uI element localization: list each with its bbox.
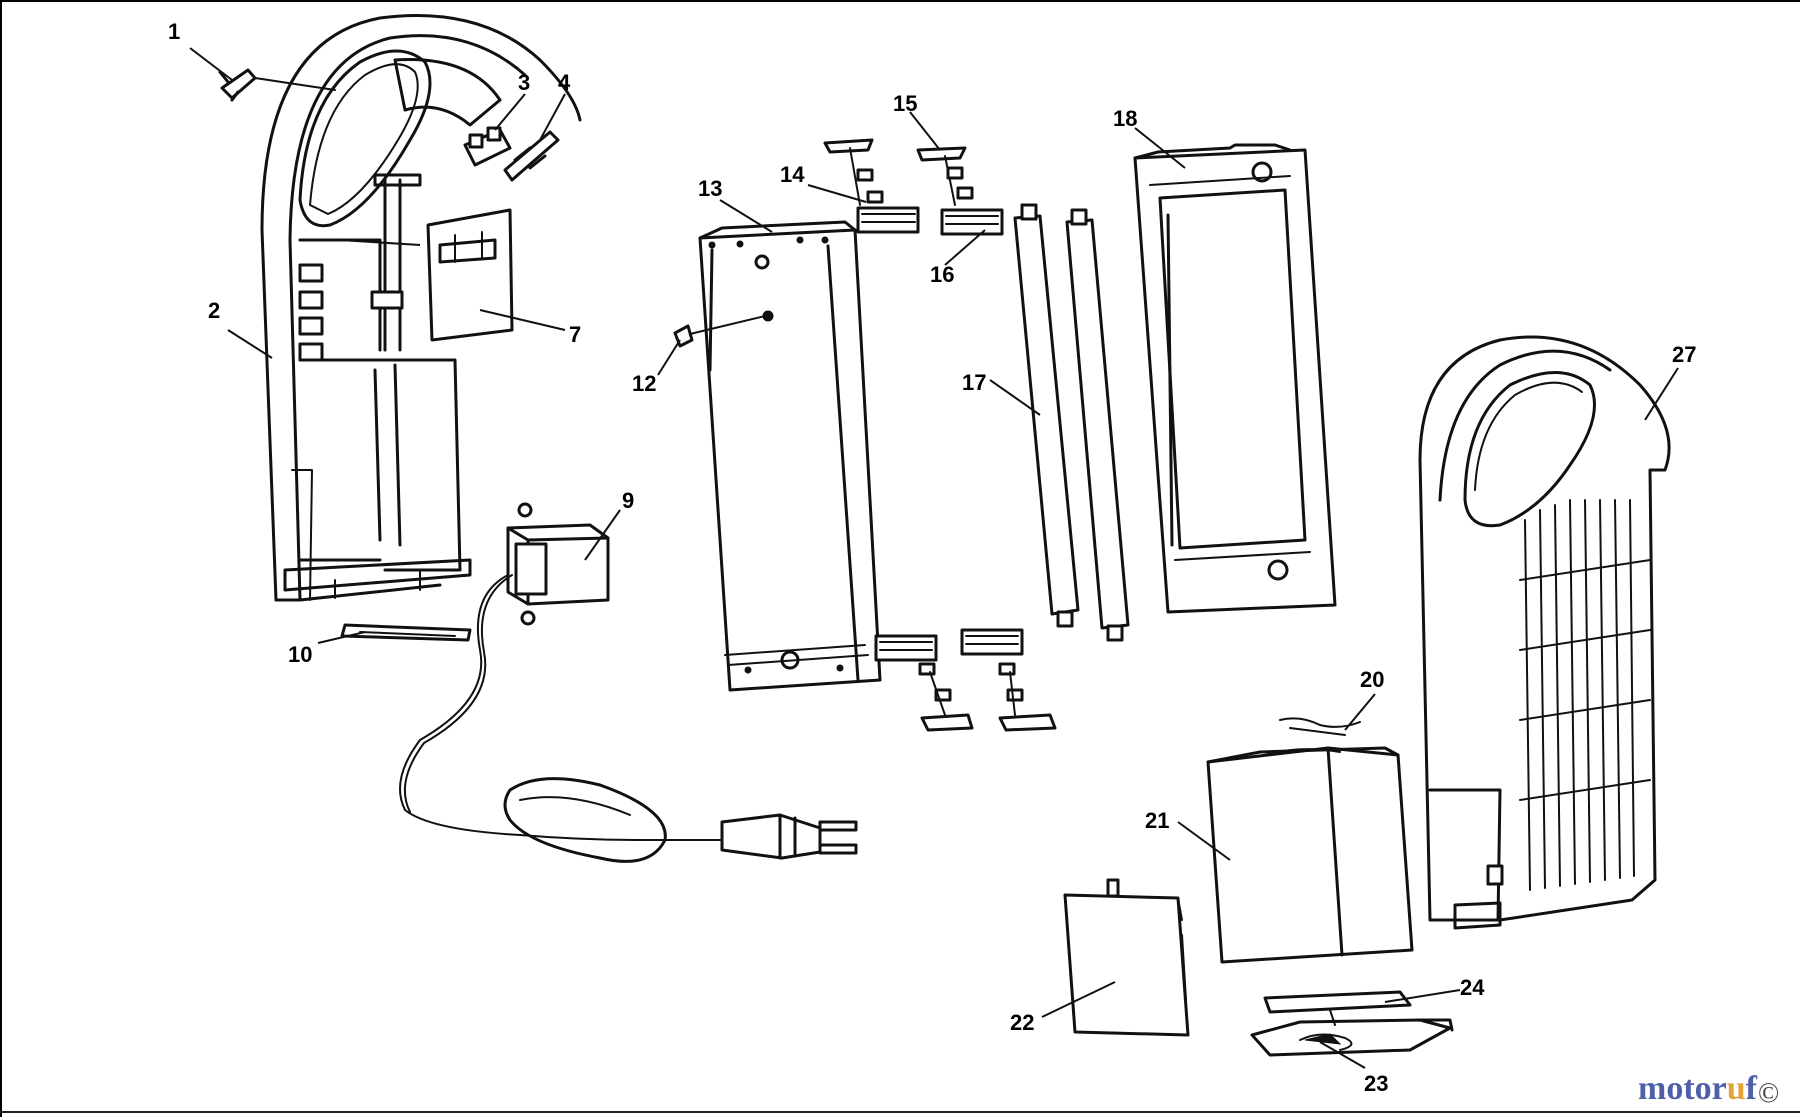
callout-20: 20 xyxy=(1360,667,1385,692)
main-panel-part-13 xyxy=(698,220,882,692)
box-part-9 xyxy=(506,502,610,626)
callout-3: 3 xyxy=(518,70,531,95)
callout-24: 24 xyxy=(1460,975,1485,1000)
callout-16: 16 xyxy=(930,262,955,287)
frame-left-border xyxy=(0,0,2,1117)
panel-part-22 xyxy=(1063,878,1190,1037)
left-housing-part xyxy=(260,14,582,602)
callout-15: 15 xyxy=(893,91,918,116)
callout-2: 2 xyxy=(208,298,221,323)
copyright-mark: © xyxy=(1758,1078,1780,1109)
lampholder-bottom-right xyxy=(960,628,1057,732)
lampholder-part-14 xyxy=(823,138,920,234)
lampholder-part-16 xyxy=(940,208,1004,236)
screw-part-12 xyxy=(673,310,774,348)
rear-grille xyxy=(1519,499,1651,891)
callout-4: 4 xyxy=(558,70,571,95)
callout-18: 18 xyxy=(1113,106,1138,131)
power-cord xyxy=(399,574,721,863)
callout-7: 7 xyxy=(569,322,582,347)
power-plug xyxy=(720,813,858,860)
plate-part-23 xyxy=(1250,1018,1454,1057)
bracket-part-3 xyxy=(463,126,512,167)
callout-14: 14 xyxy=(780,162,805,187)
callout-10: 10 xyxy=(288,642,313,667)
switch-part-1 xyxy=(218,68,336,102)
bar-part-10 xyxy=(340,623,472,642)
callout-22: 22 xyxy=(1010,1010,1035,1035)
callout-1: 1 xyxy=(168,19,181,44)
lampholder-bottom-left xyxy=(874,634,974,732)
callout-21: 21 xyxy=(1145,808,1170,833)
callout-13: 13 xyxy=(698,176,723,201)
watermark-text-c: f xyxy=(1745,1070,1757,1107)
leader-lines xyxy=(189,47,1679,1069)
plate-part-7 xyxy=(426,208,514,342)
watermark-text-b: u xyxy=(1726,1070,1746,1107)
frame-bottom-border xyxy=(0,1111,1800,1113)
lampholder-part-15 xyxy=(916,146,974,206)
callout-12: 12 xyxy=(632,371,657,396)
callout-23: 23 xyxy=(1364,1071,1389,1096)
block-part-21 xyxy=(1206,746,1414,964)
bracket-part-4 xyxy=(503,130,560,182)
watermark-text-a: motor xyxy=(1638,1070,1727,1107)
callout-27: 27 xyxy=(1672,342,1697,367)
callout-9: 9 xyxy=(622,488,635,513)
rear-housing-part-27 xyxy=(1418,335,1671,930)
front-frame-part-18 xyxy=(1133,143,1337,614)
frame-top-border xyxy=(0,0,1800,2)
callout-17: 17 xyxy=(962,370,987,395)
heating-tubes-part-17 xyxy=(1013,203,1130,642)
site-watermark: motoruf xyxy=(1638,1070,1757,1108)
